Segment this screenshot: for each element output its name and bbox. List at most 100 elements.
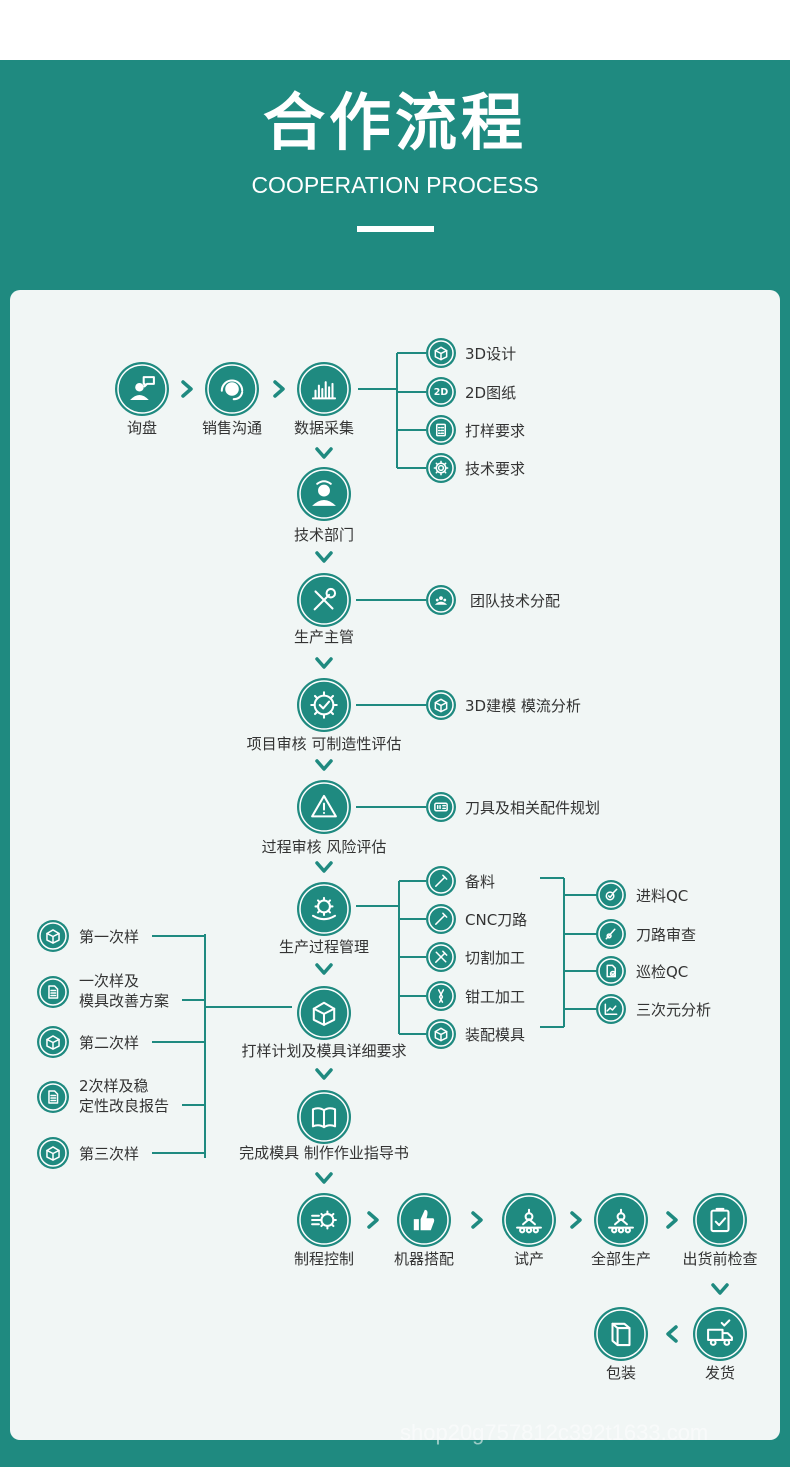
icon-circle	[297, 1193, 351, 1247]
icon-ring	[299, 469, 349, 519]
step-label: 全部生产	[591, 1250, 651, 1268]
checklist-icon	[426, 415, 456, 445]
cnc-icon	[426, 904, 456, 934]
step-label: 销售沟通	[202, 419, 262, 437]
chevron-down-icon	[315, 551, 333, 563]
chevron-down-icon	[315, 1068, 333, 1080]
step-label: 打样要求	[465, 422, 525, 440]
2d-icon: 2D	[426, 377, 456, 407]
icon-ring	[598, 996, 624, 1022]
chevron-left-icon	[666, 1325, 678, 1343]
inspection-icon	[596, 956, 626, 986]
step-label: 第一次样	[79, 928, 139, 946]
step-label: 进料QC	[636, 887, 688, 905]
chevron-down-icon	[315, 861, 333, 873]
step-label: 制程控制	[294, 1250, 354, 1268]
icon-ring	[695, 1195, 745, 1245]
icon-ring	[695, 1309, 745, 1359]
icon-ring	[428, 868, 454, 894]
check-gear-icon	[297, 678, 351, 732]
icon-ring	[428, 1021, 454, 1047]
chevron-right-icon	[570, 1211, 582, 1229]
sample-box-icon	[37, 920, 69, 952]
step-label: 技术部门	[294, 526, 354, 544]
thumbs-up-icon	[397, 1193, 451, 1247]
icon-ring	[428, 455, 454, 481]
material-icon	[426, 866, 456, 896]
cutting-icon	[426, 942, 456, 972]
icon-ring	[299, 988, 349, 1038]
icon-ring	[299, 680, 349, 730]
icon-ring	[428, 340, 454, 366]
icon-circle	[426, 981, 456, 1011]
icon-circle	[426, 377, 456, 407]
icon-ring	[428, 983, 454, 1009]
chevron-right-icon	[666, 1211, 678, 1229]
step-label: 试产	[514, 1250, 544, 1268]
warning-icon	[297, 780, 351, 834]
3d-cube-icon	[426, 690, 456, 720]
step-label: 3D设计	[465, 345, 516, 363]
step-label: 定性改良报告	[79, 1097, 169, 1115]
icon-ring	[598, 882, 624, 908]
step-label: 第三次样	[79, 1145, 139, 1163]
step-label: 打样计划及模具详细要求	[241, 1042, 406, 1060]
gear-icon	[426, 453, 456, 483]
icon-ring	[39, 1139, 67, 1167]
step-label: 钳工加工	[465, 988, 525, 1006]
step-label: 技术要求	[465, 460, 525, 478]
chevron-right-icon	[273, 380, 285, 398]
gear-hand-icon	[297, 882, 351, 936]
icon-circle	[37, 976, 69, 1008]
flow-panel	[10, 290, 780, 1440]
icon-ring	[428, 379, 454, 405]
book-icon	[297, 1090, 351, 1144]
clipboard-check-icon	[693, 1193, 747, 1247]
step-label: 机器搭配	[394, 1250, 454, 1268]
team-icon	[426, 585, 456, 615]
icon-ring	[299, 782, 349, 832]
icon-circle	[426, 792, 456, 822]
incoming-qc-icon	[596, 880, 626, 910]
icon-circle	[37, 1081, 69, 1113]
engineer-icon	[297, 467, 351, 521]
chevron-right-icon	[367, 1211, 379, 1229]
icon-ring	[299, 364, 349, 414]
step-label: 过程审核 风险评估	[262, 838, 387, 856]
icon-circle	[693, 1193, 747, 1247]
icon-ring	[299, 1195, 349, 1245]
toolpath-icon	[596, 919, 626, 949]
step-label: 数据采集	[294, 419, 354, 437]
step-label: 生产主管	[294, 628, 354, 646]
sample-box-icon	[37, 1026, 69, 1058]
bar-chart-icon	[297, 362, 351, 416]
sample-box-icon	[37, 1137, 69, 1169]
step-label: 完成模具 制作作业指导书	[239, 1144, 409, 1162]
step-label: 装配模具	[465, 1026, 525, 1044]
chevron-right-icon	[471, 1211, 483, 1229]
chevron-down-icon	[315, 657, 333, 669]
icon-circle	[594, 1307, 648, 1361]
step-label: 出货前检查	[682, 1250, 757, 1268]
tool-card-icon	[426, 792, 456, 822]
step-label: CNC刀路	[465, 911, 527, 929]
watermark-text: shop20g757812c392t1633.com	[400, 1420, 709, 1445]
chevron-down-icon	[315, 447, 333, 459]
icon-ring	[117, 364, 167, 414]
icon-ring	[598, 958, 624, 984]
icon-ring	[399, 1195, 449, 1245]
mass-production-icon	[594, 1193, 648, 1247]
icon-ring	[428, 587, 454, 613]
3d-box-icon	[297, 986, 351, 1040]
chevron-down-icon	[315, 759, 333, 771]
svg-text:2D: 2D	[434, 387, 449, 398]
chevron-down-icon	[315, 963, 333, 975]
icon-ring	[596, 1309, 646, 1359]
cmm-chart-icon	[596, 994, 626, 1024]
step-label: 团队技术分配	[470, 592, 560, 610]
step-label: 询盘	[127, 419, 157, 437]
inquiry-person-icon	[115, 362, 169, 416]
page-subtitle: COOPERATION PROCESS	[251, 172, 539, 198]
icon-ring	[596, 1195, 646, 1245]
